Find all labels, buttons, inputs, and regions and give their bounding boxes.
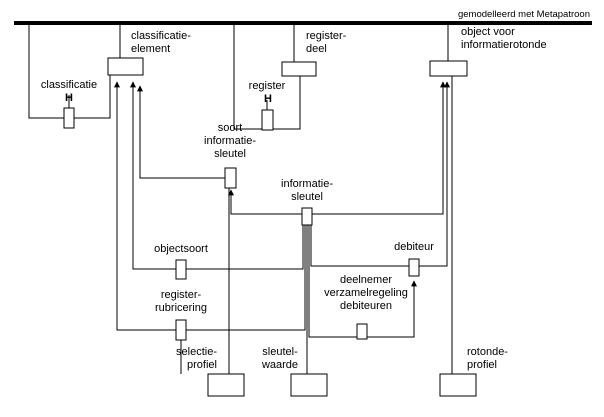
sleutelwaarde-label: sleutel-waarde	[261, 346, 298, 371]
label-line: object voor	[461, 26, 515, 38]
label-line: debiteuren	[340, 300, 392, 312]
objectsoort-label: objectsoort	[154, 243, 208, 255]
label-line: H	[65, 92, 73, 104]
label-line: register-	[306, 30, 347, 42]
label-line: verzamelregeling	[324, 287, 408, 299]
classificatie-label: classificatie	[41, 79, 97, 91]
label-line: objectsoort	[154, 243, 208, 255]
label-line: debiteur	[394, 241, 434, 253]
objectsoort-box	[175, 259, 187, 280]
register-box	[261, 109, 274, 131]
label-line: soort	[218, 122, 242, 134]
label-line: rubricering	[155, 302, 207, 314]
header-label: gemodelleerd met Metapatroon	[458, 9, 590, 20]
selectieprofiel-box	[207, 373, 245, 397]
label-line: register-	[161, 289, 202, 301]
label-line: profiel	[187, 359, 217, 371]
classificatie-box	[63, 107, 75, 129]
informatiesleutel-label: informatie-sleutel	[281, 178, 333, 203]
registerrubricering-label: register-rubricering	[155, 289, 207, 314]
label-line: informatie-	[281, 178, 333, 190]
label-line: informatierotonde	[461, 39, 547, 51]
label-line: waarde	[261, 359, 298, 371]
deelnemer-verzamelregeling-box	[356, 323, 368, 340]
label-line: selectie-	[176, 346, 217, 358]
label-line: element	[131, 43, 170, 55]
debiteur-label: debiteur	[394, 241, 434, 253]
connector-lines	[28, 25, 453, 374]
classificatie-h-mark: H	[65, 92, 73, 104]
label-line: register	[249, 80, 286, 92]
label-line: classificatie	[41, 79, 97, 91]
label-line: informatie-	[204, 135, 256, 147]
label-line: H	[264, 93, 272, 105]
debiteur-box	[408, 258, 420, 277]
label-line: deel	[306, 43, 327, 55]
registerrubricering-box	[175, 319, 187, 341]
label-line: profiel	[467, 359, 497, 371]
register-deel-box	[281, 61, 317, 77]
label-line: deelnemer	[340, 274, 392, 286]
context-bar	[14, 21, 592, 25]
soort-informatiesleutel-box	[224, 167, 237, 189]
classificatie-element-label: classificatie-element	[131, 30, 191, 55]
register-label: register	[249, 80, 286, 92]
classificatie-element-box	[107, 57, 144, 76]
label-line: sleutel	[291, 191, 323, 203]
object-voor-informatierotonde-box	[429, 60, 468, 77]
register-deel-label: register-deel	[306, 30, 347, 55]
label-line: sleutel-	[262, 346, 298, 358]
rotondeprofiel-label: rotonde-profiel	[467, 346, 508, 371]
selectieprofiel-label: selectie-profiel	[176, 346, 217, 371]
informatiesleutel-box	[301, 207, 313, 226]
label-line: rotonde-	[467, 346, 508, 358]
label-line: sleutel	[214, 148, 246, 160]
rotondeprofiel-box	[439, 373, 477, 397]
label-line: classificatie-	[131, 30, 191, 42]
register-h-mark: H	[264, 93, 272, 105]
sleutelwaarde-box	[290, 373, 328, 397]
